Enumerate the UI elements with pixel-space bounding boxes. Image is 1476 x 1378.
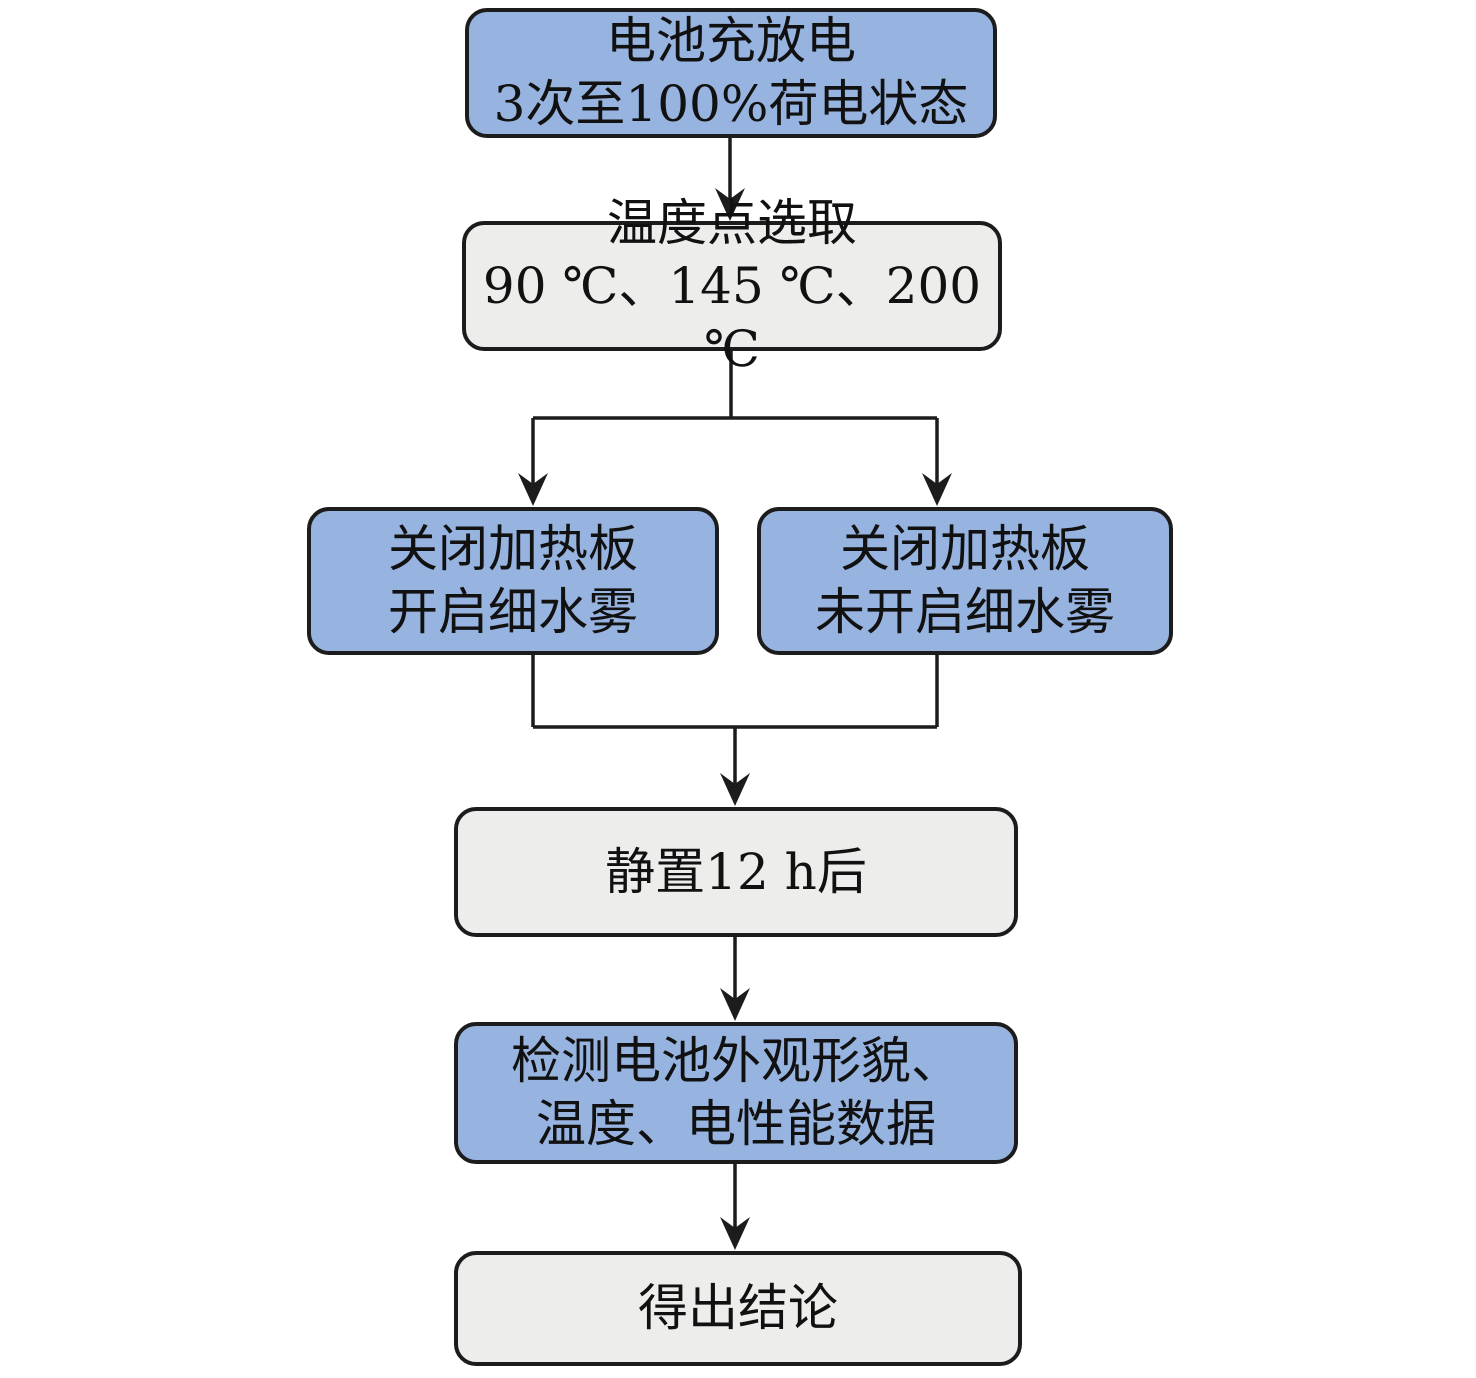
arrowhead-inspect	[720, 988, 750, 1021]
connector-merge-to-rest	[531, 654, 939, 786]
node-battery-charge-discharge: 电池充放电 3次至100%荷电状态	[465, 8, 997, 138]
arrowhead-mist-on	[518, 473, 548, 506]
arrowhead-mist-off	[922, 473, 952, 506]
node-inspect-battery-data: 检测电池外观形貌、 温度、电性能数据	[454, 1022, 1018, 1164]
connector-temp-split	[531, 350, 939, 486]
node-label: 电池充放电 3次至100%荷电状态	[493, 12, 969, 133]
node-label: 检测电池外观形貌、 温度、电性能数据	[511, 1032, 961, 1153]
arrowhead-temp	[715, 188, 745, 221]
node-draw-conclusion: 得出结论	[454, 1251, 1022, 1366]
node-label: 静置12 h后	[605, 842, 867, 901]
node-temperature-point-selection: 温度点选取 90 ℃、145 ℃、200 ℃	[462, 194, 1002, 378]
arrowhead-rest	[720, 773, 750, 806]
arrowhead-conclusion	[720, 1217, 750, 1250]
node-heater-off-mist-not-on: 关闭加热板 未开启细水雾	[757, 507, 1173, 655]
node-label: 温度点选取 90 ℃、145 ℃、200 ℃	[482, 193, 982, 378]
node-label: 关闭加热板 未开启细水雾	[815, 520, 1115, 641]
node-heater-off-mist-on: 关闭加热板 开启细水雾	[307, 507, 719, 655]
node-label: 关闭加热板 开启细水雾	[388, 520, 638, 641]
node-label: 得出结论	[638, 1279, 838, 1337]
node-rest-12h: 静置12 h后	[454, 807, 1018, 937]
